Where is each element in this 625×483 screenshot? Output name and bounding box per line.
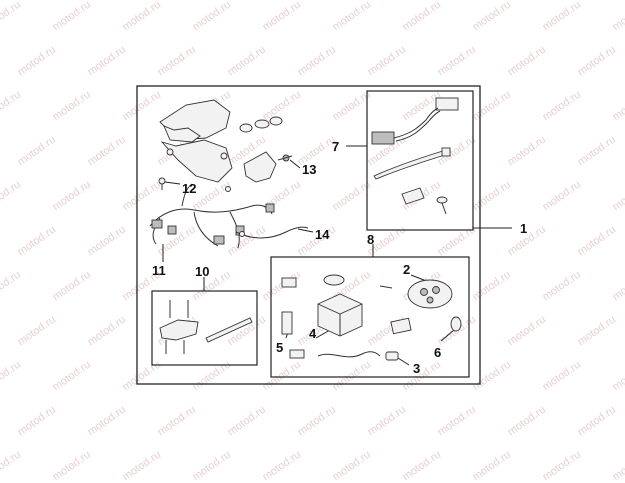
callout-10: 10 [195,264,209,279]
callout-14: 14 [315,227,330,242]
remote-fob-2 [407,279,453,309]
callout-6: 6 [434,345,441,360]
wire-lead-4 [317,351,381,358]
connector-harness-7 [371,97,459,145]
bracket-10 [159,300,253,354]
callout-11: 11 [152,263,166,278]
manual-cards [281,277,412,335]
cable-tie [373,147,451,180]
bracket-13 [243,151,293,183]
callout-5: 5 [276,340,283,355]
cable-14 [235,226,309,239]
parts-diagram: 1 2 3 4 5 6 7 8 10 11 12 13 14 [136,85,527,385]
grommets [239,116,283,133]
callout-3: 3 [413,361,420,376]
callout-2: 2 [403,262,410,277]
callout-8: 8 [367,232,374,247]
callout-12: 12 [182,181,196,196]
grommet-6 [450,316,462,332]
screw [436,196,448,215]
callout-13: 13 [302,162,316,177]
callout-1: 1 [520,221,527,236]
alarm-siren [317,274,363,337]
callout-7: 7 [332,139,339,154]
clip [401,187,425,205]
callout-4: 4 [309,326,317,341]
kit-box-7 [366,90,474,231]
key-tag-3 [385,351,399,361]
bolt-12 [158,177,231,192]
kit-box-8 [270,256,470,378]
sticker-5 [281,311,305,359]
mounting-plate [159,99,233,183]
main-frame [136,85,481,385]
callout-labels: 1 2 3 4 5 6 7 8 10 11 12 13 14 [152,139,527,376]
wiring-harness-11 [149,183,275,249]
